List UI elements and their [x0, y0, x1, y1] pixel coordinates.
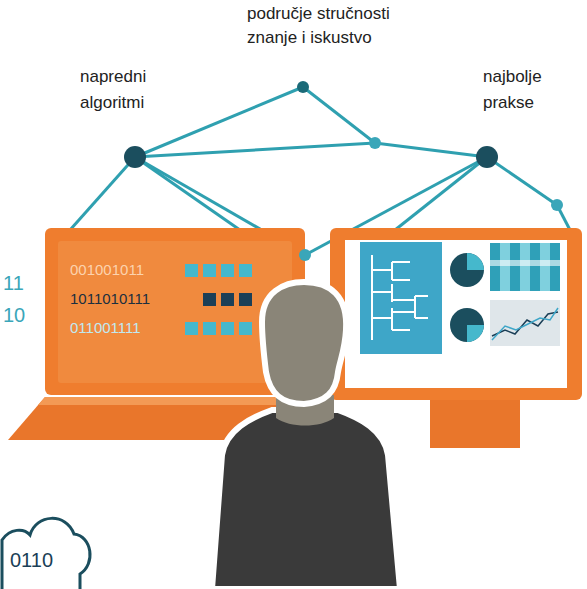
binary-code: 11 [3, 272, 43, 294]
algorithms-label: napredni algoritmi [80, 64, 170, 116]
binary-code: 1011010111 [70, 290, 180, 308]
binary-code: 001001011 [70, 261, 180, 279]
monitor [330, 228, 582, 448]
practices-label: najbolje prakse [483, 64, 563, 116]
person [212, 282, 400, 589]
expertise-label: područje stručnosti znanje i iskustvo [247, 2, 422, 50]
binary-code: 10 [3, 304, 43, 326]
binary-code: 011001111 [70, 319, 180, 337]
cloud-code: 0110 [10, 549, 78, 571]
cloud [2, 518, 90, 589]
